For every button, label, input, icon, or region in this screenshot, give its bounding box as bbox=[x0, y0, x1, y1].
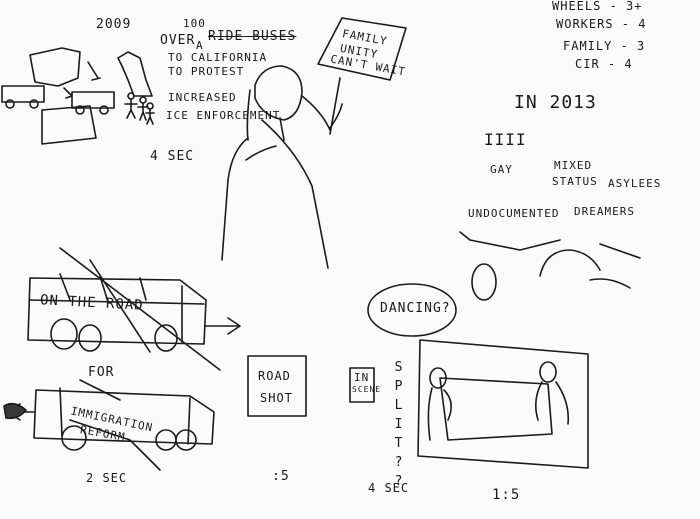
ink-smudge bbox=[3, 402, 27, 420]
in-scene-box bbox=[349, 367, 375, 403]
increased-label: INCREASED bbox=[168, 91, 237, 104]
small-bus-sketch bbox=[1, 85, 115, 115]
a-label: A bbox=[196, 39, 204, 52]
protester-sketch bbox=[221, 65, 343, 269]
road-shot-line1: ROAD bbox=[258, 369, 291, 383]
status-label: STATUS bbox=[552, 175, 598, 188]
to-california-label: TO CALIFORNIA bbox=[168, 51, 268, 64]
cir-item: CIR - 4 bbox=[575, 57, 633, 71]
duration-label-right-bottom: 1:5 bbox=[492, 487, 521, 503]
gay-label: GAY bbox=[490, 163, 513, 176]
in-2013-label: IN 2013 bbox=[514, 92, 597, 113]
family-item: FAMILY - 3 bbox=[563, 39, 646, 53]
road-shot-box bbox=[247, 355, 307, 417]
to-protest-label: TO PROTEST bbox=[168, 65, 245, 78]
bus-on-the-road bbox=[27, 247, 241, 371]
dancing-bubble bbox=[367, 283, 457, 337]
year-label: 2009 bbox=[96, 17, 132, 32]
ice-enforcement-label: ICE ENFORCEMENT bbox=[166, 109, 281, 122]
duration-label-top-left: 4 SEC bbox=[150, 149, 195, 164]
wheels-item: WHEELS - 3+ bbox=[552, 0, 643, 13]
count-label: 100 bbox=[183, 17, 206, 30]
in-scene-line1: IN bbox=[354, 371, 370, 384]
mixed-label: MIXED bbox=[554, 159, 593, 172]
stick-figures bbox=[124, 92, 155, 125]
protest-sign-board bbox=[317, 17, 407, 81]
asylees-label: ASYLEES bbox=[608, 177, 662, 190]
in-scene-line2: SCENE bbox=[352, 385, 382, 394]
duration-label-road-shot: :5 bbox=[272, 469, 290, 484]
over-label: OVER bbox=[160, 33, 196, 48]
tally-marks: IIII bbox=[484, 130, 527, 149]
duration-label-in-scene: 4 SEC bbox=[368, 481, 410, 495]
scene-frame-sketch bbox=[417, 339, 589, 469]
for-label: FOR bbox=[88, 365, 115, 380]
duration-label-bus: 2 SEC bbox=[86, 471, 128, 485]
dreamers-label: DREAMERS bbox=[574, 205, 635, 218]
split-label: SPLIT?? bbox=[391, 360, 406, 493]
road-shot-line2: SHOT bbox=[260, 391, 293, 405]
ride-buses-label: RIDE BUSES bbox=[208, 29, 297, 44]
workers-item: WORKERS - 4 bbox=[556, 17, 647, 31]
crowd-sketch bbox=[459, 231, 641, 301]
undocumented-label: UNDOCUMENTED bbox=[468, 207, 560, 220]
dancing-label: DANCING? bbox=[380, 301, 451, 316]
